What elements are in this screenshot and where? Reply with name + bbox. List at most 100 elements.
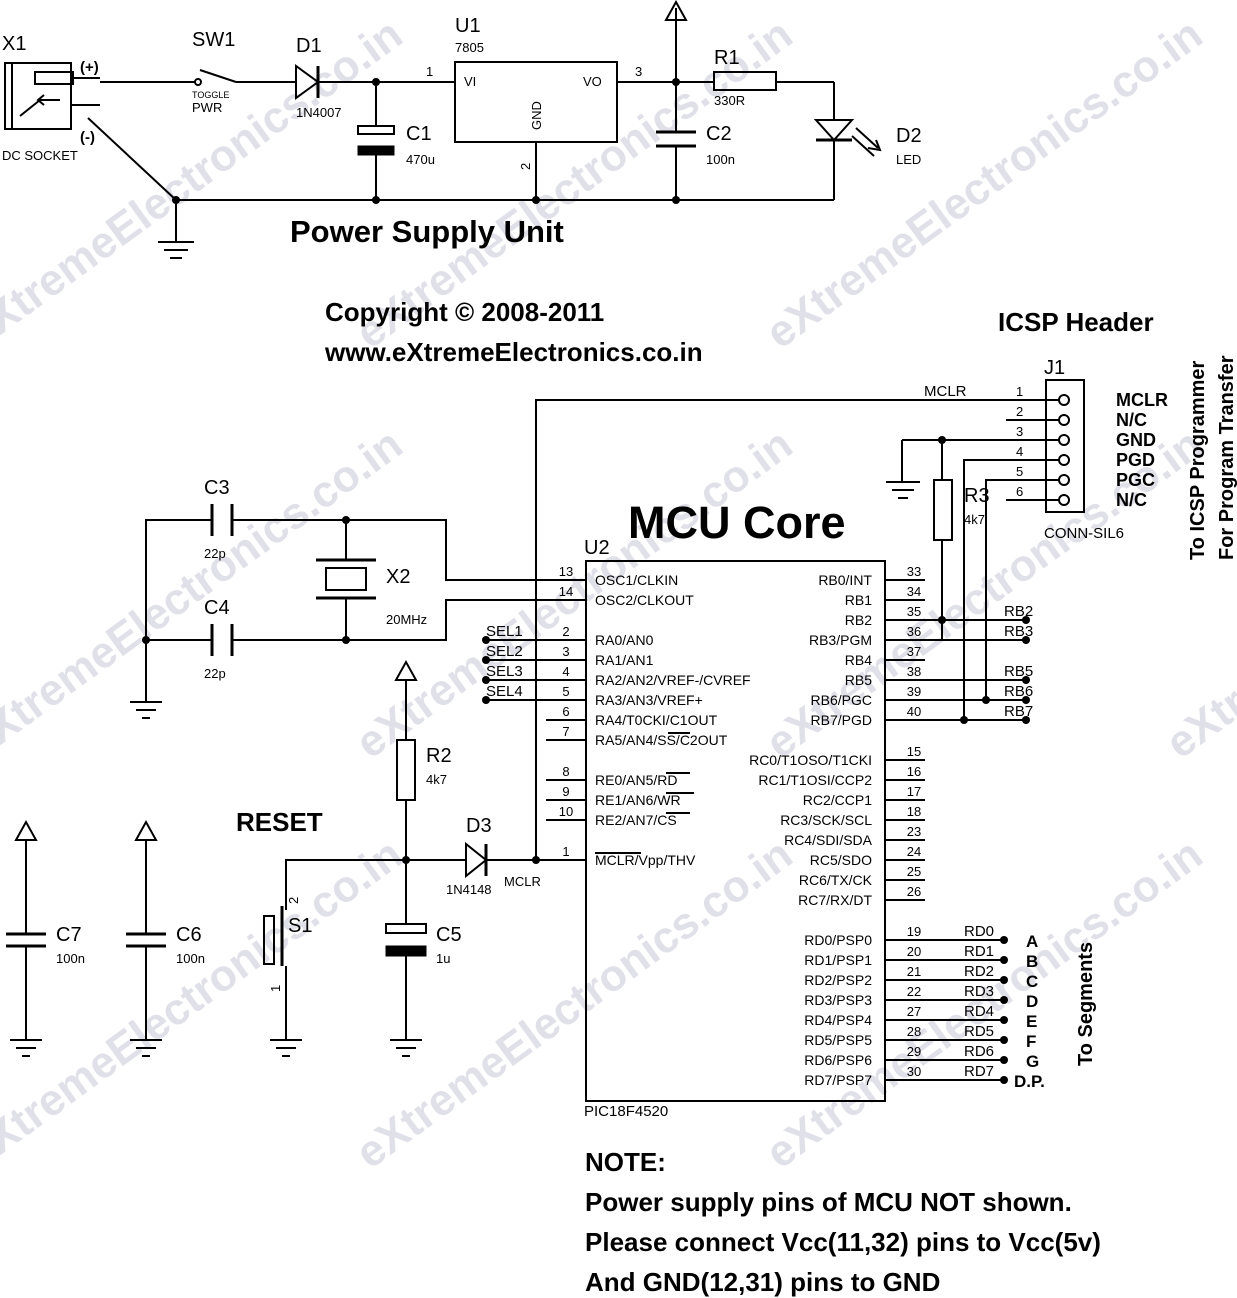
mcu-pin-number: 19 — [907, 924, 921, 939]
mcu-pin-number: 17 — [907, 784, 921, 799]
icsp-pin-number: 2 — [1016, 404, 1023, 419]
c6-ref: C6 — [176, 924, 202, 946]
mcu-pin-name: RD7/PSP7 — [804, 1072, 872, 1088]
icsp-pin-number: 1 — [1016, 384, 1023, 399]
x2-ref: X2 — [386, 566, 410, 588]
rb-net-label: RB7 — [1004, 703, 1033, 720]
d3-value: 1N4148 — [446, 882, 492, 897]
rb-net-label: RB2 — [1004, 603, 1033, 620]
d1-value: 1N4007 — [296, 105, 342, 120]
s1-pin1: 1 — [268, 985, 283, 992]
rd-net-label: RD0 — [964, 923, 994, 940]
mcu-part: PIC18F4520 — [584, 1103, 668, 1120]
mcu-pin-number: 15 — [907, 744, 921, 759]
icsp-pin-number: 3 — [1016, 424, 1023, 439]
reset-section: RESET R2 4k7 D3 1N4148 MCLR S1 2 1 — [236, 659, 566, 1057]
icsp-signal-label: PGC — [1116, 470, 1155, 490]
mcu-pin-name: RC2/CCP1 — [803, 792, 872, 808]
capacitor-c3: C3 22p — [204, 477, 234, 561]
x1-ref: X1 — [2, 33, 26, 55]
dc-socket-x1: X1 (+) (-) DC SOCKET — [2, 33, 100, 163]
mcu-pin-number: 5 — [562, 684, 569, 699]
d3-ref: D3 — [466, 815, 492, 837]
rb-net-label: RB6 — [1004, 683, 1033, 700]
u1-pin2: 2 — [518, 163, 533, 170]
regulator-u1: U1 7805 VI VO GND 1 3 2 — [426, 15, 642, 170]
u1-vi: VI — [464, 74, 476, 89]
mcu-pin-name: RA5/AN4/SS/C2OUT — [595, 732, 728, 748]
u1-ref: U1 — [455, 15, 481, 37]
rd-net-label: RD2 — [964, 963, 994, 980]
c2-value: 100n — [706, 152, 735, 167]
icsp-signal-label: MCLR — [1116, 390, 1168, 410]
mcu-pin-name: RC3/SCK/SCL — [780, 812, 872, 828]
mcu-pin-name: RA4/T0CKI/C1OUT — [595, 712, 718, 728]
u1-pin1: 1 — [426, 64, 433, 79]
copyright-line1: Copyright © 2008-2011 — [325, 297, 604, 327]
mcu-right-pins: 33RB0/INT34RB135RB236RB3/PGM37RB438RB539… — [749, 564, 925, 1088]
icsp-signal-label: GND — [1116, 430, 1156, 450]
c6-value: 100n — [176, 951, 205, 966]
mcu-pin-number: 29 — [907, 1044, 921, 1059]
icsp-pin-socket — [1058, 474, 1070, 486]
x1-minus-label: (-) — [80, 129, 95, 146]
c2-ref: C2 — [706, 123, 732, 145]
j1-value: CONN-SIL6 — [1044, 525, 1124, 542]
mcu-pin-name: RE2/AN7/CS — [595, 812, 677, 828]
u1-value: 7805 — [455, 40, 484, 55]
mcu-pin-number: 6 — [562, 704, 569, 719]
c4-value: 22p — [204, 666, 226, 681]
rd-net-label: RD5 — [964, 1023, 994, 1040]
c7-value: 100n — [56, 951, 85, 966]
mcu-pin-number: 3 — [562, 644, 569, 659]
mcu-pin-number: 4 — [562, 664, 569, 679]
mcu-pin-number: 18 — [907, 804, 921, 819]
mcu-pin-name: RB1 — [845, 592, 872, 608]
icsp-pin-socket — [1058, 414, 1070, 426]
mcu-pin-name: RD1/PSP1 — [804, 952, 872, 968]
segment-label: E — [1026, 1012, 1037, 1031]
copyright-line2: www.eXtremeElectronics.co.in — [324, 337, 703, 367]
mcu-pin-name: RD3/PSP3 — [804, 992, 872, 1008]
mcu-pin-name: RA0/AN0 — [595, 632, 654, 648]
mcu-pin-name: OSC1/CLKIN — [595, 572, 678, 588]
mcu-pin-number: 24 — [907, 844, 921, 859]
mcu-pin-number: 13 — [559, 564, 573, 579]
segment-label: A — [1026, 932, 1038, 951]
diode-d3: D3 1N4148 — [446, 815, 492, 897]
sel-net-label: SEL4 — [486, 683, 523, 700]
mcu-title: MCU Core — [628, 497, 846, 548]
ground-symbol-osc — [130, 640, 162, 719]
mcu-pin-name: RC5/SDO — [810, 852, 872, 868]
segment-label: C — [1026, 972, 1038, 991]
mcu-pin-number: 16 — [907, 764, 921, 779]
mcu-pin-name: RA2/AN2/VREF-/CVREF — [595, 672, 751, 688]
mcu-core: MCU Core U2 PIC18F4520 13OSC1/CLKIN14OSC… — [482, 497, 1097, 1120]
icsp-title: ICSP Header — [998, 307, 1154, 337]
rd-net-label: RD6 — [964, 1043, 994, 1060]
watermark-text: eXtremeElectronics.co.in — [347, 419, 801, 768]
segments-label: To Segments — [1075, 942, 1097, 1066]
mcu-pin-name: RB0/INT — [818, 572, 872, 588]
mcu-pin-number: 34 — [907, 584, 921, 599]
c3-ref: C3 — [204, 477, 230, 499]
note-line3: And GND(12,31) pins to GND — [585, 1267, 940, 1297]
ground-symbol-c5 — [390, 1039, 422, 1057]
rb-net-label: RB5 — [1004, 663, 1033, 680]
pushbutton-s1: S1 2 1 — [263, 890, 312, 1040]
icsp-signal-label: N/C — [1116, 490, 1147, 510]
note-line1: Power supply pins of MCU NOT shown. — [585, 1187, 1072, 1217]
mcu-pin-name: RB4 — [845, 652, 872, 668]
mcu-pin-name: MCLR/Vpp/THV — [595, 852, 696, 868]
icsp-mclr-net: MCLR — [924, 383, 967, 400]
capacitor-c4: C4 22p — [204, 597, 234, 681]
r1-ref: R1 — [714, 47, 740, 69]
icsp-pin-number: 4 — [1016, 444, 1023, 459]
c4-ref: C4 — [204, 597, 230, 619]
mcu-pin-number: 10 — [559, 804, 573, 819]
rb-net-label: RB3 — [1004, 623, 1033, 640]
mcu-pin-number: 37 — [907, 644, 921, 659]
